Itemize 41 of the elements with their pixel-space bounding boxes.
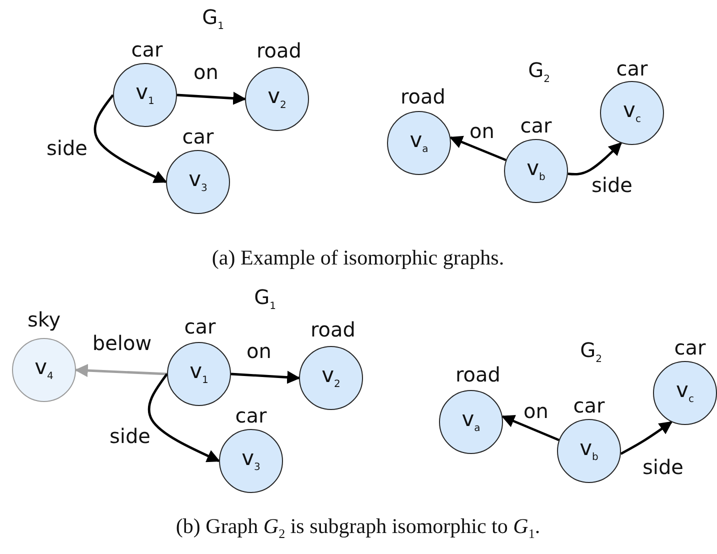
node-type-label: car: [131, 38, 163, 62]
node-label: v$_{2}$: [268, 86, 286, 112]
arrow: [568, 142, 622, 176]
node-type-label: road: [400, 86, 446, 108]
graph-title: G$_{1}$: [254, 286, 276, 312]
node-type-label: road: [456, 364, 500, 386]
arrow: [230, 370, 300, 384]
node-type-label: sky: [27, 308, 61, 332]
node-label: v$_{c}$: [623, 100, 641, 126]
node-type-label: car: [616, 58, 648, 80]
caption: (a) Example of isomorphic graphs.: [212, 246, 504, 270]
arrow: [620, 421, 673, 455]
node-type-label: car: [182, 126, 214, 148]
node-label: v$_{2}$: [322, 365, 340, 391]
node-label: v$_{1}$: [136, 82, 154, 108]
node-label: v$_{b}$: [580, 438, 598, 464]
arrow: [501, 414, 560, 442]
node-type-label: car: [573, 394, 605, 418]
node-label: v$_{1}$: [190, 361, 208, 387]
graph-title: G$_{2}$: [528, 58, 550, 86]
node-label: v$_{a}$: [462, 409, 480, 435]
arrow: [176, 92, 246, 105]
node-label: v$_{4}$: [34, 357, 54, 383]
node-label: v$_{a}$: [410, 130, 428, 156]
node-type-label: car: [520, 114, 552, 138]
arrow: [148, 373, 220, 462]
arrow: [74, 364, 168, 378]
node-type-label: car: [235, 404, 267, 428]
node-type-label: car: [184, 316, 216, 338]
node-type-label: car: [674, 336, 706, 360]
arrow: [449, 136, 506, 162]
node-label: v$_{3}$: [188, 169, 208, 195]
node-label: v$_{c}$: [676, 380, 694, 406]
arrow: [94, 94, 168, 184]
graph-title: G$_{2}$: [580, 338, 602, 366]
graph-title: G$_{1}$: [202, 6, 224, 32]
node-label: v$_{b}$: [526, 158, 546, 184]
node-type-label: road: [256, 40, 302, 62]
caption: (b) Graph G$_{2}$ is subgraph isomorphic to G$_{1}$.: [176, 514, 540, 542]
node-label: v$_{3}$: [242, 448, 260, 474]
node-type-label: road: [310, 318, 356, 342]
